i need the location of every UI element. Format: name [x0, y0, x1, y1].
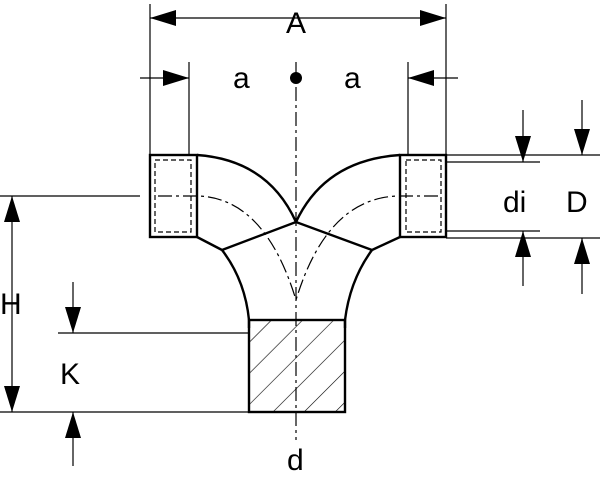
- right-socket: [398, 153, 448, 239]
- arrow-H-bottom: [4, 386, 20, 412]
- label-a-left: a: [233, 62, 250, 95]
- arrow-a-right: [408, 70, 434, 86]
- dimension-a: [140, 62, 458, 155]
- arrow-di-bottom: [515, 231, 531, 257]
- left-socket: [148, 153, 199, 239]
- left-elbow-outer: [196, 153, 298, 223]
- label-H: H: [0, 288, 22, 321]
- arrow-K-top: [65, 307, 81, 333]
- label-D: D: [566, 186, 588, 219]
- spigot: [247, 318, 347, 414]
- arrow-D-bottom: [574, 238, 590, 264]
- body-left-side: [221, 249, 251, 328]
- arrow-A-right: [420, 10, 446, 26]
- right-elbow-outer: [294, 153, 401, 223]
- label-A: A: [286, 7, 306, 40]
- arrow-di-top: [515, 136, 531, 162]
- body-right-side: [343, 249, 373, 328]
- centerlines: [158, 62, 438, 440]
- center-point: [290, 72, 302, 84]
- right-elbow-inner: [371, 235, 401, 252]
- right-socket-inner: [405, 159, 442, 233]
- arrow-A-left: [150, 10, 176, 26]
- dimension-di-D: [446, 100, 600, 294]
- arrow-K-bottom: [65, 412, 81, 438]
- dimension-A: [149, 4, 447, 155]
- elbow-joint: [221, 220, 373, 252]
- arrow-a-left: [163, 70, 189, 86]
- fitting-body: [148, 153, 448, 414]
- arrow-H-top: [4, 196, 20, 222]
- dimension-H: [0, 195, 249, 413]
- left-socket-inner: [154, 159, 192, 233]
- dimension-K: [58, 282, 249, 466]
- label-d: d: [287, 444, 304, 477]
- label-a-right: a: [344, 62, 361, 95]
- label-K: K: [60, 358, 80, 391]
- label-di: di: [503, 186, 526, 219]
- arrow-D-top: [574, 129, 590, 155]
- left-elbow-inner: [196, 235, 223, 252]
